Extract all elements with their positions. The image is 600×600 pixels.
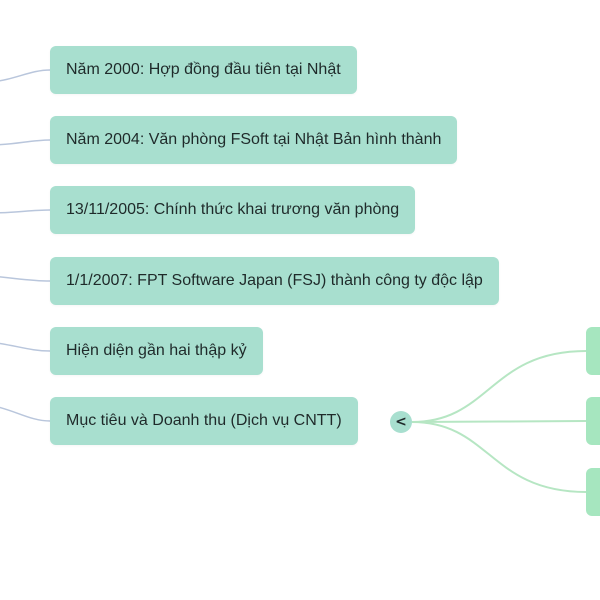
- connector-to-child-1: [411, 350, 587, 423]
- timeline-node-2007[interactable]: 1/1/2007: FPT Software Japan (FSJ) thành…: [50, 257, 499, 305]
- connector-to-node-2: [0, 139, 51, 146]
- timeline-node-2000[interactable]: Năm 2000: Hợp đồng đầu tiên tại Nhật: [50, 46, 357, 94]
- child-node-1[interactable]: [586, 327, 600, 375]
- connector-to-node-5: [0, 342, 51, 352]
- connector-to-node-3: [0, 209, 51, 214]
- connector-to-child-2: [411, 420, 587, 423]
- timeline-node-2005[interactable]: 13/11/2005: Chính thức khai trương văn p…: [50, 186, 416, 234]
- collapse-toggle-button[interactable]: <: [390, 411, 412, 433]
- node-label: Mục tiêu và Doanh thu (Dịch vụ CNTT): [66, 412, 342, 429]
- node-two-decades[interactable]: Hiện diện gần hai thập kỷ: [50, 327, 263, 375]
- chevron-left-icon: <: [395, 414, 407, 430]
- node-label: 13/11/2005: Chính thức khai trương văn p…: [66, 201, 400, 218]
- connector-to-child-3: [411, 421, 587, 493]
- child-node-3[interactable]: [586, 468, 600, 516]
- connector-to-node-4: [0, 276, 51, 282]
- right-connectors: [411, 350, 587, 493]
- node-goals-revenue[interactable]: Mục tiêu và Doanh thu (Dịch vụ CNTT): [50, 397, 358, 445]
- child-node-2[interactable]: [586, 397, 600, 445]
- node-label: 1/1/2007: FPT Software Japan (FSJ) thành…: [66, 272, 483, 289]
- left-connectors: [0, 69, 51, 422]
- node-label: Năm 2004: Văn phòng FSoft tại Nhật Bản h…: [66, 131, 442, 148]
- connector-to-node-1: [0, 69, 51, 82]
- node-label: Hiện diện gần hai thập kỷ: [66, 342, 247, 359]
- node-label: Năm 2000: Hợp đồng đầu tiên tại Nhật: [66, 61, 341, 78]
- timeline-node-2004[interactable]: Năm 2004: Văn phòng FSoft tại Nhật Bản h…: [50, 116, 458, 164]
- connector-to-node-6: [0, 406, 51, 422]
